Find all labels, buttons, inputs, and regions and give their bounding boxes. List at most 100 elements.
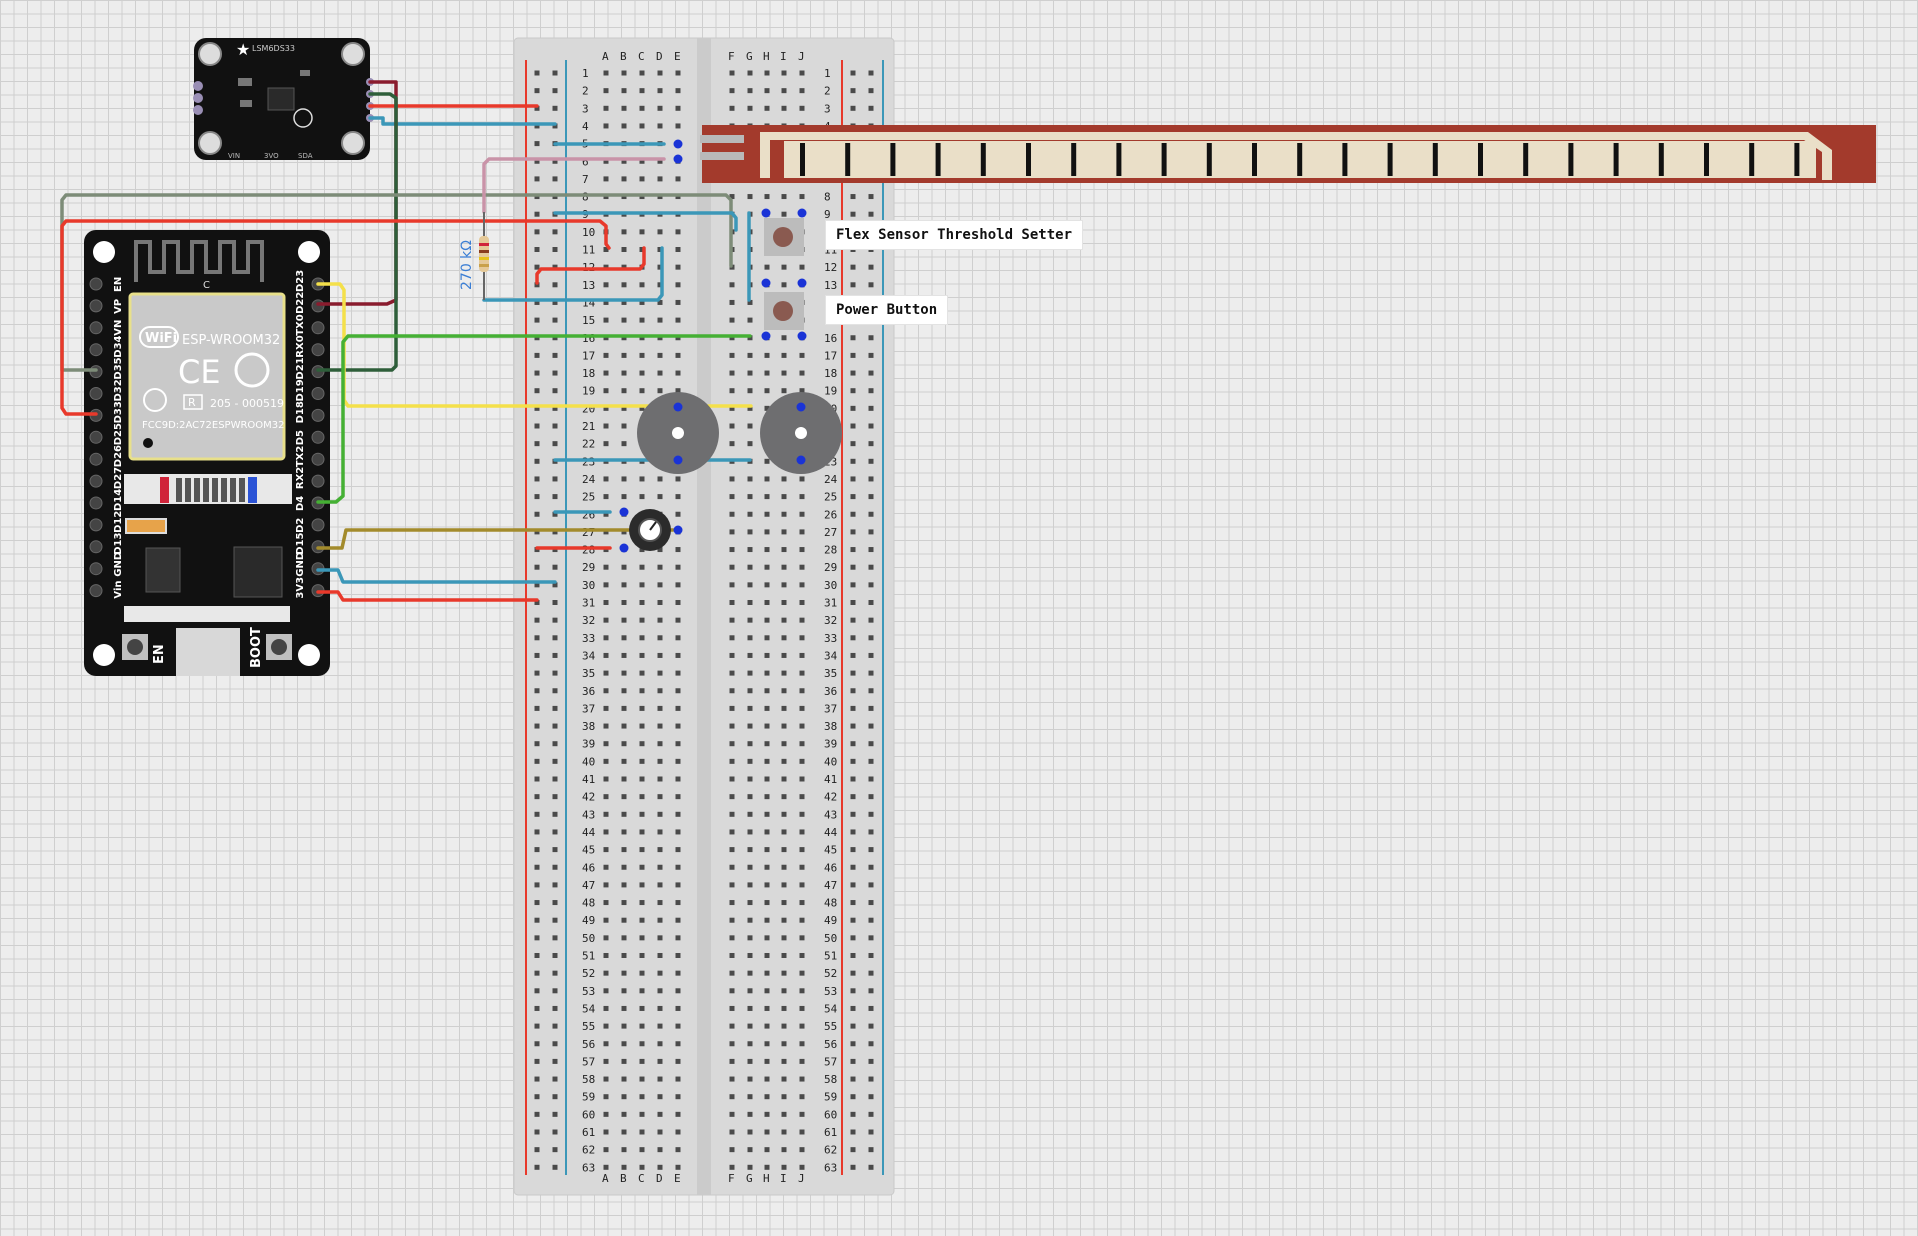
breadboard-hole[interactable] [552,1076,558,1082]
breadboard-hole[interactable] [868,88,874,94]
breadboard-hole[interactable] [603,776,609,782]
breadboard-hole[interactable] [729,105,735,111]
breadboard-hole[interactable] [764,1041,770,1047]
esp32-pin[interactable] [89,584,103,598]
breadboard-hole[interactable] [781,935,787,941]
breadboard-hole[interactable] [764,352,770,358]
breadboard-hole[interactable] [657,229,663,235]
breadboard-hole[interactable] [764,564,770,570]
wire-red-3v3-to-row31[interactable] [316,590,539,602]
breadboard-hole[interactable] [552,670,558,676]
breadboard-hole[interactable] [747,688,753,694]
wire-red-row13[interactable] [535,246,646,285]
breadboard-hole[interactable] [603,635,609,641]
breadboard-hole[interactable] [657,370,663,376]
breadboard-hole[interactable] [534,1111,540,1117]
breadboard-hole[interactable] [868,635,874,641]
breadboard-hole[interactable] [675,953,681,958]
breadboard-hole[interactable] [781,670,787,676]
breadboard-hole[interactable] [799,388,805,394]
breadboard-hole[interactable] [675,511,681,517]
breadboard-hole[interactable] [764,1005,770,1011]
breadboard-hole[interactable] [603,1147,609,1153]
breadboard-hole[interactable] [764,476,770,482]
breadboard-hole[interactable] [850,335,856,341]
flex-sensor[interactable] [700,125,1876,183]
breadboard-hole[interactable] [729,70,735,76]
breadboard-hole[interactable] [747,547,753,553]
breadboard-hole[interactable] [850,882,856,888]
esp32-pin[interactable] [89,299,103,313]
breadboard-hole[interactable] [534,617,540,623]
esp32-pin[interactable] [89,321,103,335]
breadboard-hole[interactable] [534,988,540,994]
breadboard-hole[interactable] [764,1058,770,1064]
breadboard-hole[interactable] [729,705,735,711]
breadboard-hole[interactable] [799,88,805,94]
breadboard-hole[interactable] [850,494,856,500]
breadboard-hole[interactable] [639,600,645,605]
breadboard-hole[interactable] [639,88,645,94]
breadboard-hole[interactable] [747,864,753,870]
breadboard-hole[interactable] [781,564,787,570]
breadboard-hole[interactable] [781,900,787,906]
breadboard-hole[interactable] [639,705,645,711]
breadboard-hole[interactable] [603,1058,609,1064]
breadboard-hole[interactable] [868,723,874,729]
breadboard-hole[interactable] [747,847,753,853]
breadboard-hole[interactable] [729,864,735,870]
breadboard-hole[interactable] [868,652,874,658]
breadboard-hole[interactable] [850,652,856,658]
breadboard-hole[interactable] [799,741,805,747]
breadboard-hole[interactable] [729,652,735,658]
breadboard-hole[interactable] [639,1041,645,1047]
breadboard-hole[interactable] [799,564,805,570]
breadboard-hole[interactable] [534,229,540,235]
breadboard-hole[interactable] [850,705,856,711]
breadboard-hole[interactable] [534,758,540,764]
breadboard-hole[interactable] [781,600,787,605]
breadboard-hole[interactable] [850,811,856,817]
breadboard-hole[interactable] [675,352,681,358]
breadboard-hole[interactable] [799,494,805,500]
breadboard-hole[interactable] [621,741,627,747]
breadboard-hole[interactable] [621,811,627,817]
breadboard-hole[interactable] [639,652,645,658]
esp32-pin[interactable] [311,299,325,313]
breadboard-hole[interactable] [534,423,540,429]
breadboard-hole[interactable] [799,829,805,835]
breadboard-hole[interactable] [621,1076,627,1082]
breadboard-hole[interactable] [639,1129,645,1135]
breadboard-hole[interactable] [850,582,856,588]
breadboard-hole[interactable] [868,1023,874,1029]
breadboard-hole[interactable] [781,705,787,711]
breadboard-hole[interactable] [729,494,735,500]
breadboard-hole[interactable] [850,370,856,376]
breadboard-hole[interactable] [657,723,663,729]
breadboard-hole[interactable] [621,1147,627,1153]
breadboard-hole[interactable] [639,776,645,782]
breadboard-hole[interactable] [621,282,627,288]
breadboard-hole[interactable] [781,811,787,817]
breadboard-hole[interactable] [850,529,856,535]
breadboard-hole[interactable] [729,88,735,94]
breadboard-hole[interactable] [639,229,645,235]
breadboard-hole[interactable] [729,370,735,376]
breadboard-hole[interactable] [764,652,770,658]
breadboard-hole[interactable] [675,1058,681,1064]
breadboard-hole[interactable] [603,282,609,288]
breadboard-hole[interactable] [799,1005,805,1011]
breadboard-hole[interactable] [729,388,735,394]
breadboard-hole[interactable] [868,935,874,941]
breadboard-hole[interactable] [729,352,735,358]
buzzer-1[interactable] [637,392,719,474]
breadboard-hole[interactable] [603,1023,609,1029]
breadboard-hole[interactable] [729,723,735,729]
breadboard-hole[interactable] [657,564,663,570]
breadboard-hole[interactable] [603,105,609,111]
breadboard-hole[interactable] [657,1041,663,1047]
esp32-pin[interactable] [89,430,103,444]
breadboard-hole[interactable] [764,935,770,941]
breadboard-hole[interactable] [868,282,874,288]
breadboard-hole[interactable] [657,670,663,676]
